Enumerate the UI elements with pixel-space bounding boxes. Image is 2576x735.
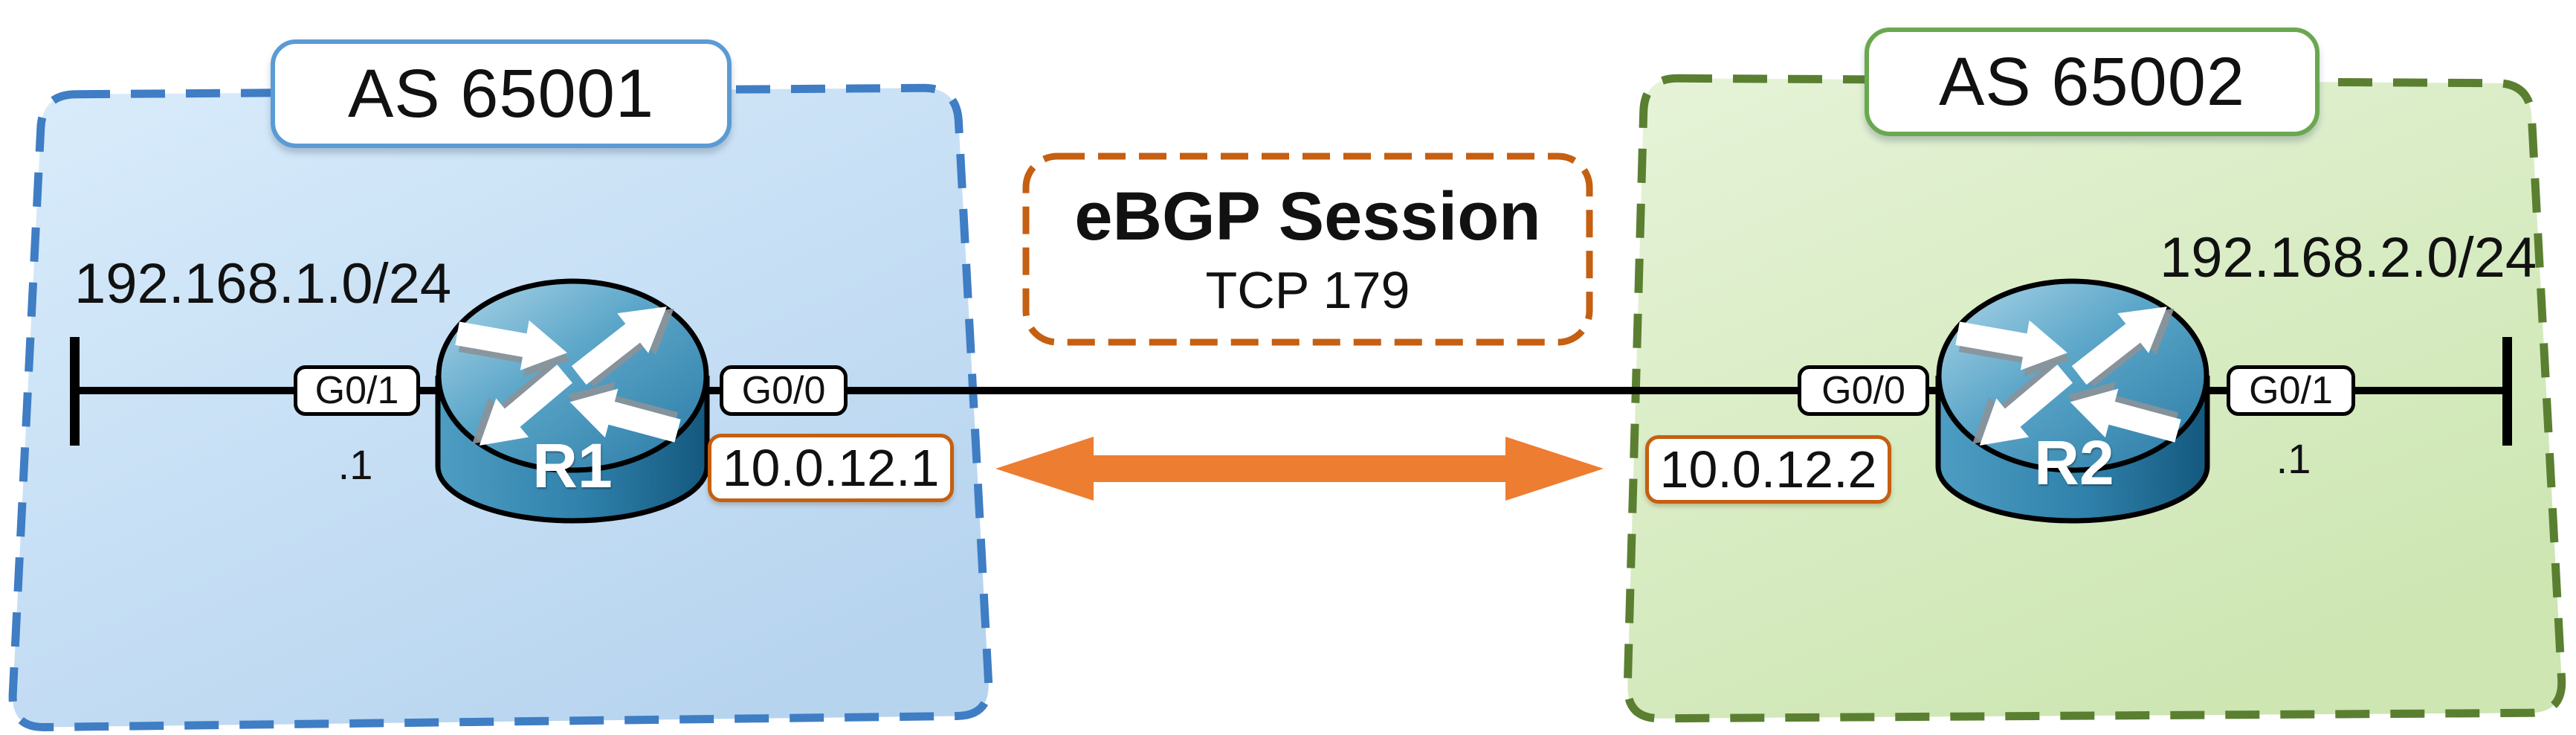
as65002-label: AS 65002 — [1865, 28, 2320, 136]
r1-lan-interface-label: G0/1 — [294, 365, 420, 416]
r2-lan-interface-text: G0/1 — [2249, 369, 2333, 412]
lan-segment-right — [2502, 337, 2512, 446]
r1-wan-interface-text: G0/0 — [741, 369, 826, 412]
r2-wan-ip-text: 10.0.12.2 — [1659, 440, 1877, 498]
r1-wan-ip-label: 10.0.12.1 — [708, 434, 954, 502]
ebgp-arrow-icon — [995, 437, 1604, 501]
as65001-label: AS 65001 — [271, 39, 732, 148]
ebgp-session-title: eBGP Session — [1074, 179, 1541, 254]
r2-lan-interface-label: G0/1 — [2227, 365, 2355, 416]
r2-wan-interface-label: G0/0 — [1798, 365, 1929, 416]
r2-wan-ip-label: 10.0.12.2 — [1645, 435, 1891, 504]
r1-lan-host-label: .1 — [338, 441, 373, 488]
as65001-label-text: AS 65001 — [347, 55, 655, 132]
lan-segment-left — [70, 337, 80, 446]
r2-wan-interface-text: G0/0 — [1821, 369, 1905, 412]
as65002-label-text: AS 65002 — [1938, 43, 2246, 120]
ebgp-session-callout: eBGP Session TCP 179 — [1026, 156, 1589, 342]
r2-lan-host-label: .1 — [2276, 435, 2311, 482]
network-left-label: 192.168.1.0/24 — [74, 252, 452, 315]
network-right-label: 192.168.2.0/24 — [2160, 226, 2537, 289]
r2-name-label: R2 — [2034, 428, 2114, 498]
ebgp-session-box — [1022, 153, 1593, 346]
r1-wan-ip-text: 10.0.12.1 — [722, 439, 940, 497]
ebgp-session-port: TCP 179 — [1205, 261, 1410, 319]
r1-wan-interface-label: G0/0 — [720, 365, 848, 416]
r1-lan-interface-text: G0/1 — [314, 369, 399, 412]
r1-name-label: R1 — [532, 431, 613, 501]
